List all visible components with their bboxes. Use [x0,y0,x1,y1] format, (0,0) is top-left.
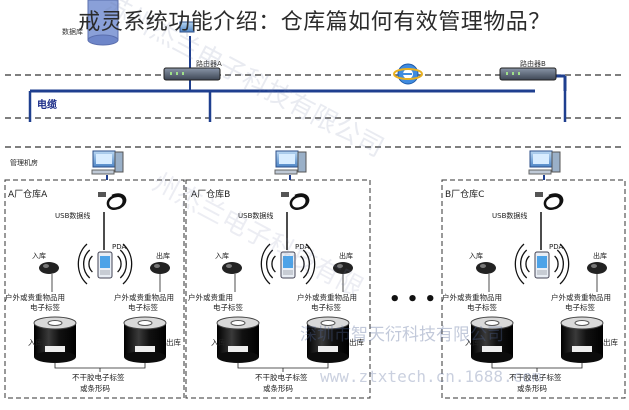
tag-drum-icon [470,316,514,363]
warehouse-2: B厂仓库CUSB数据线PDA入库出库户外或贵重物品用电子标签户外或贵重物品用电子… [442,150,618,393]
pda-label: PDA [112,243,126,251]
router-icon [163,67,221,81]
tag-left-label-2: 电子标签 [467,302,497,312]
in-label: 入库 [32,251,46,260]
computer-icon [528,150,561,175]
pda-label: PDA [295,243,309,251]
usb-label: USB数据线 [492,211,527,220]
tag-drum-icon [216,316,260,363]
cable-label: 电缆 [37,98,57,111]
warehouse-box [185,179,371,399]
tag-right-label-1: 户外或贵重物品用 [114,292,174,302]
pda-icon [97,251,113,279]
tag-drum-icon [123,316,167,363]
usb-cable-icon [98,192,127,250]
bottom-label-1: 不干胶电子标签 [255,372,308,382]
bottom-label-2: 或条形码 [263,383,293,393]
wave-icon [260,243,316,285]
usb-cable-icon [281,192,310,250]
tag-left-label-2: 电子标签 [213,302,243,312]
rfid-tag-icon [150,262,170,274]
pda-icon [534,251,550,279]
usb-cable-icon [535,192,564,250]
warehouse-box [4,179,185,399]
router-icon [499,67,557,81]
warehouse-0: A厂仓库AUSB数据线PDA入库出库户外或贵重物品用电子标签户外或贵重物品用电子… [5,150,181,393]
rfid-tag-icon [39,262,59,274]
drum-out-label: 出库 [349,337,364,347]
warehouse-title: A厂仓库A [8,188,48,200]
drum-in-label: 入库 [465,337,480,347]
bottom-label-1: 不干胶电子标签 [72,372,125,382]
watermark-diagonal: 州杰兰电子科技有限 [147,168,368,304]
in-label: 入库 [469,251,483,260]
usb-label: USB数据线 [238,211,273,220]
tag-right-label-1: 户外或贵重物品用 [297,292,357,302]
mgmt-room-label: 管理机房 [10,158,38,167]
computer-icon [179,21,195,33]
wave-icon [514,243,570,285]
tag-left-label-1: 户外或贵重物品用 [442,292,502,302]
out-label: 出库 [339,251,353,260]
internet-explorer-icon [393,63,423,85]
page-title: 戒灵系统功能介绍：仓库篇如何有效管理物品？ [78,10,551,35]
computer-icon [91,150,124,175]
tag-drum-icon [33,316,77,363]
tag-right-label-2: 电子标签 [311,302,341,312]
rfid-tag-icon [476,262,496,274]
tag-right-label-2: 电子标签 [128,302,158,312]
watermark-company: 深圳市智天衍科技有限公司 [300,325,504,345]
rfid-tag-icon [333,262,353,274]
drum-out-label: 出库 [166,337,181,347]
tag-drum-icon [560,316,604,363]
out-label: 出库 [156,251,170,260]
tag-left-label-1: 户外或贵重物品用 [5,292,65,302]
out-label: 出库 [593,251,607,260]
database-label: 数据库 [62,27,83,36]
watermark-url: www.ztxtech.cn.1688.com [320,367,542,386]
tag-left-label-2: 电子标签 [30,302,60,312]
rfid-tag-icon [222,262,242,274]
bottom-label-2: 或条形码 [80,383,110,393]
in-label: 入库 [215,251,229,260]
tag-right-label-2: 电子标签 [565,302,595,312]
rfid-tag-icon [587,262,607,274]
warehouse-title: B厂仓库C [445,188,484,200]
usb-label: USB数据线 [55,211,90,220]
drum-out-label: 出库 [603,337,618,347]
router-a-label: 路由器A [196,59,222,68]
warehouse-1: A厂仓库BUSB数据线PDA入库出库户外或贵重用电子标签户外或贵重物品用电子标签… [188,150,364,393]
ellipsis: • • • [389,289,436,310]
drum-in-label: 入库 [28,337,43,347]
database-icon [87,0,119,46]
drum-in-label: 入库 [211,337,226,347]
warehouse-title: A厂仓库B [191,188,230,200]
warehouse-box [441,179,626,399]
bottom-label-1: 不干胶电子标签 [509,372,562,382]
pda-label: PDA [549,243,563,251]
router-b-label: 路由器B [520,59,546,68]
computer-icon [274,150,307,175]
tag-drum-icon [306,316,350,363]
pda-icon [280,251,296,279]
tag-left-label-1: 户外或贵重用 [188,292,233,302]
wave-icon [77,243,133,285]
bottom-label-2: 或条形码 [517,383,547,393]
tag-right-label-1: 户外或贵重物品用 [551,292,611,302]
